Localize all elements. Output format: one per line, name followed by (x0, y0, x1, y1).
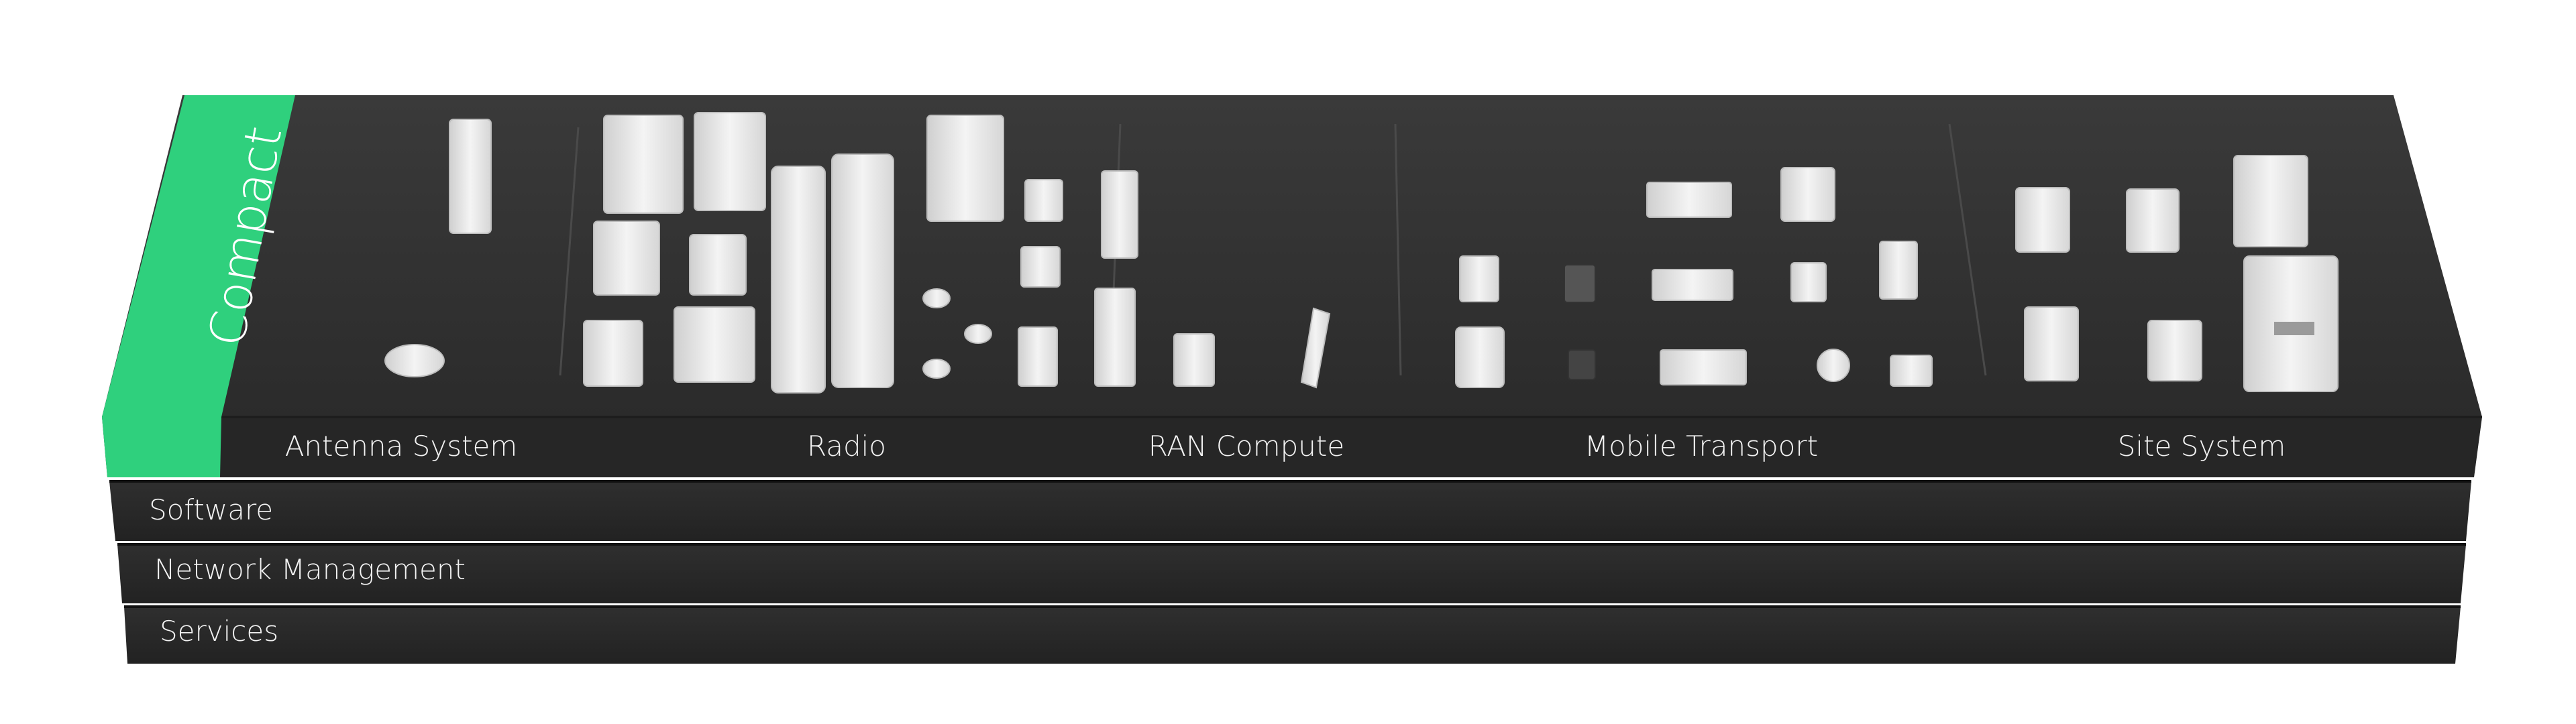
layer-software (109, 480, 2471, 541)
dot-icon (922, 288, 951, 308)
baseband-card-icon (1300, 307, 1331, 389)
dome-antenna-icon (384, 344, 445, 377)
layer-network-management-slab (117, 544, 2466, 603)
small-cell-icon (1018, 326, 1058, 387)
radio-unit-icon (674, 306, 755, 383)
category-antenna-system: Antenna System (285, 430, 518, 463)
sphere-icon (1817, 349, 1850, 382)
divider-1 (559, 127, 580, 376)
radio-products (583, 112, 1063, 394)
cabinet-vent-icon (2274, 322, 2314, 335)
radio-unit-icon (593, 221, 660, 296)
category-ran-compute: RAN Compute (1148, 430, 1345, 463)
router-icon (1455, 326, 1505, 388)
platform-front (102, 417, 2482, 477)
router-dark-icon (1568, 349, 1596, 380)
site-cabinet-icon (2233, 155, 2308, 247)
router-dark-icon (1564, 264, 1596, 303)
category-radio: Radio (807, 430, 886, 463)
layer-software-slab (109, 481, 2471, 541)
radio-tower-icon (771, 166, 826, 394)
radio-unit-icon (583, 320, 643, 387)
router-icon (1780, 167, 1835, 222)
router-icon (1459, 255, 1499, 302)
compute-unit-icon (1101, 170, 1138, 259)
rack-router-icon (1646, 182, 1732, 218)
rack-router-icon (1652, 269, 1733, 301)
radio-unit-icon (689, 234, 747, 296)
layer-services (124, 605, 2461, 664)
site-cabinet-icon (2015, 187, 2070, 253)
divider-4 (1948, 123, 1987, 376)
router-icon (1790, 262, 1827, 302)
router-icon (1890, 355, 1933, 387)
site-cabinet-icon (2126, 188, 2180, 253)
layer-network-management (117, 543, 2466, 603)
dot-icon (922, 359, 951, 379)
compact-tag-face (102, 95, 295, 417)
dot-icon (964, 324, 992, 344)
layer-network-management-label: Network Management (154, 553, 466, 586)
compute-unit-icon (1094, 288, 1136, 387)
rack-router-icon (1660, 349, 1747, 385)
antenna-system-products (384, 119, 492, 377)
category-site-system: Site System (2118, 430, 2286, 463)
compact-tag-front (102, 417, 221, 477)
site-system-products (2015, 155, 2339, 392)
ran-compute-products (1094, 170, 1331, 389)
compute-unit-icon (1173, 333, 1215, 387)
site-cabinet-icon (2147, 320, 2202, 381)
category-mobile-transport: Mobile Transport (1585, 430, 1818, 463)
divider-3 (1394, 123, 1402, 376)
radio-unit-icon (694, 112, 766, 211)
router-icon (1879, 241, 1918, 300)
radio-tower-icon (831, 154, 894, 388)
category-labels: Antenna System Radio RAN Compute Mobile … (285, 430, 2286, 463)
mobile-transport-products (1455, 167, 1933, 388)
layer-services-slab (124, 607, 2461, 664)
radio-unit-icon (926, 115, 1004, 222)
site-cabinet-icon (2024, 306, 2079, 381)
radio-unit-icon (603, 115, 684, 214)
layer-software-label: Software (149, 493, 273, 526)
layer-services-label: Services (160, 615, 278, 648)
antenna-panel-icon (449, 119, 492, 234)
layer-labels: Software Network Management Services (149, 493, 466, 648)
small-cell-icon (1024, 179, 1063, 222)
small-cell-icon (1020, 246, 1061, 288)
